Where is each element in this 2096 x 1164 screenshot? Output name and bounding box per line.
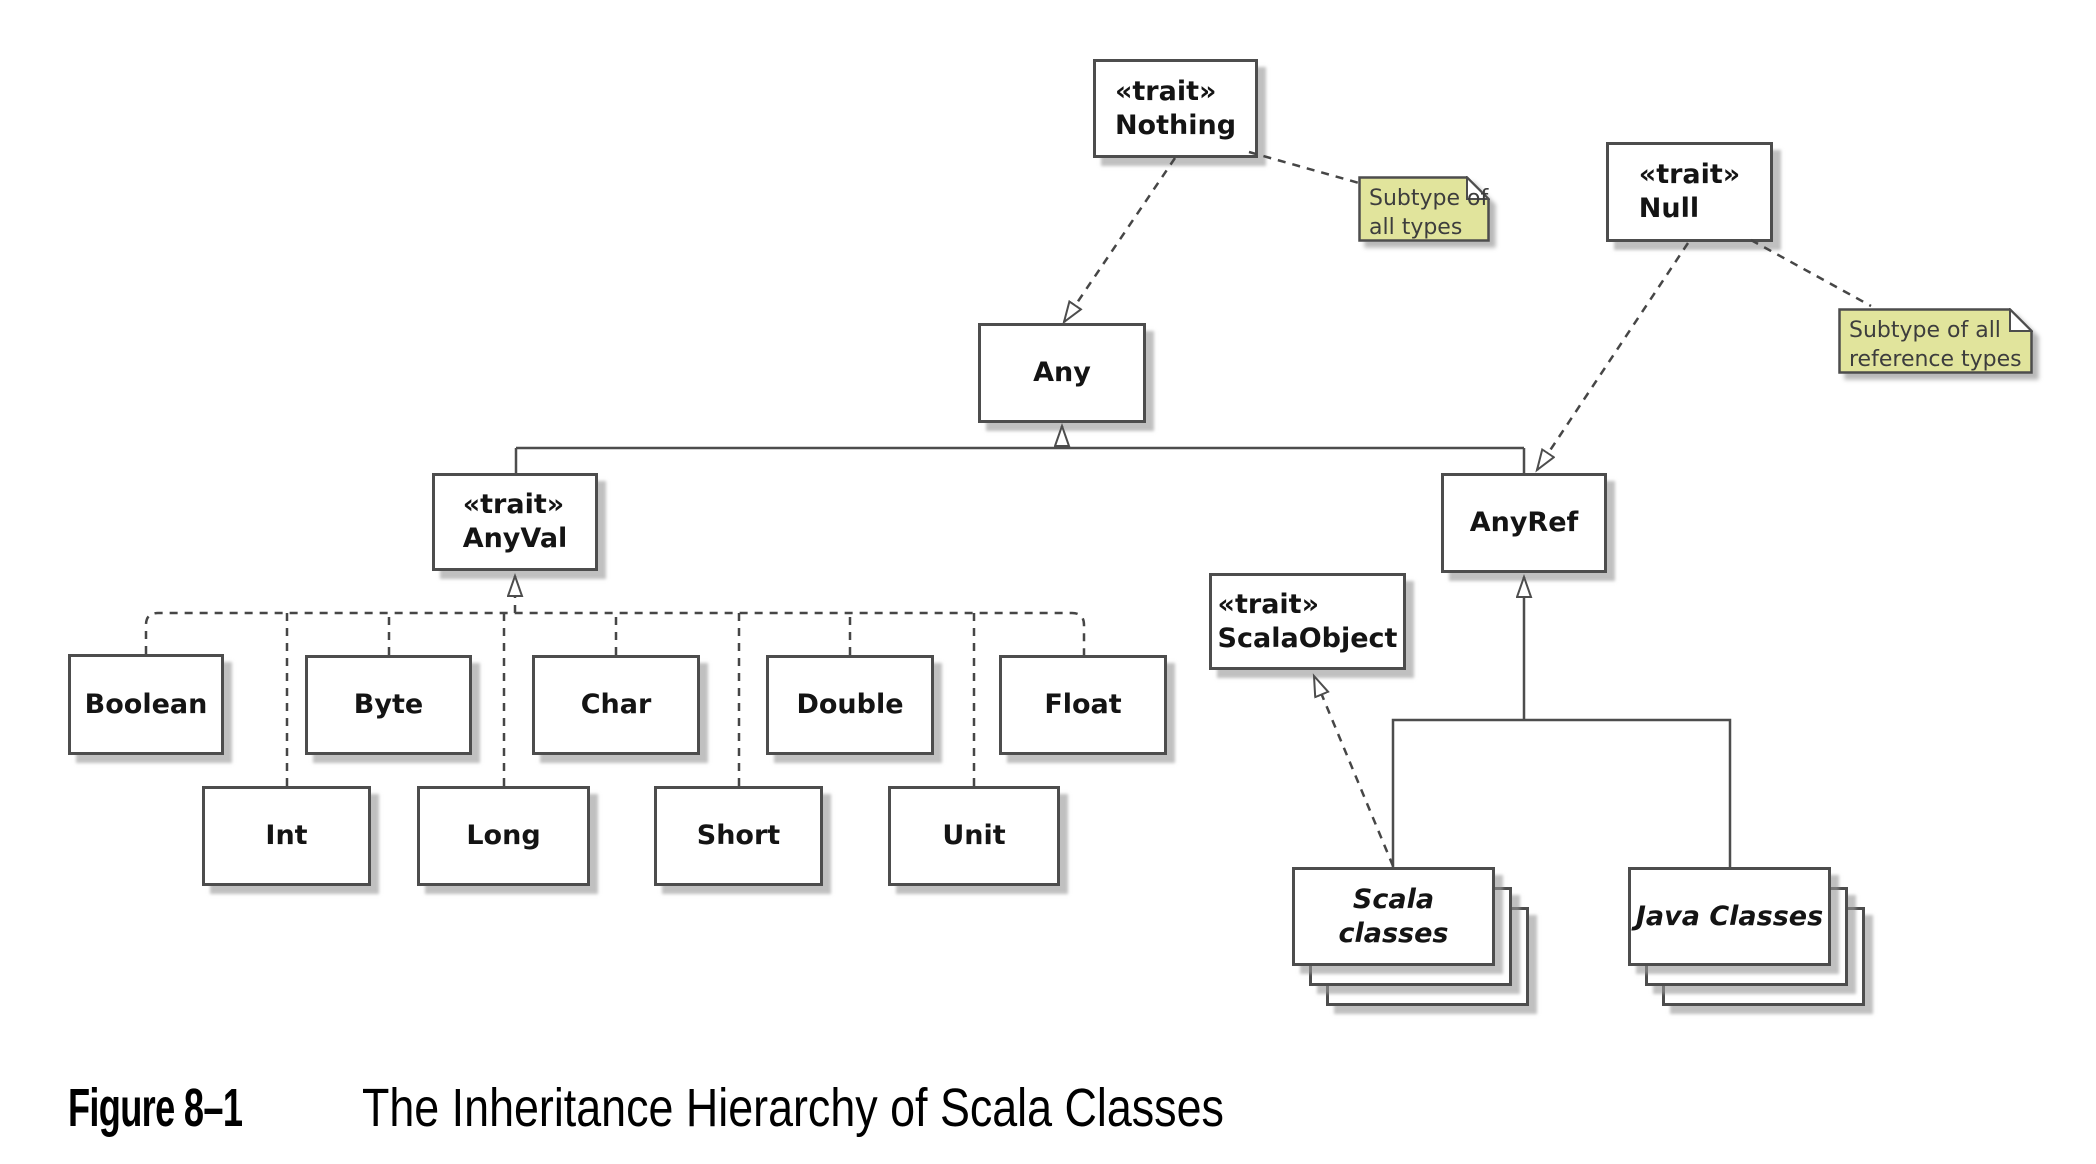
- class-box-null: «trait» Null: [1606, 142, 1773, 242]
- class-box-float: Float: [999, 655, 1167, 755]
- edge-anyval-children-rail: [144, 611, 1086, 655]
- class-name: Byte: [353, 689, 424, 720]
- class-name: Null: [1638, 193, 1700, 224]
- class-name: Char: [580, 689, 652, 720]
- note-shape: [1838, 308, 2033, 374]
- edge-null-to-anyref: [1537, 242, 1690, 470]
- class-box-long: Long: [417, 786, 590, 886]
- class-box-anyval: «trait» AnyVal: [432, 473, 598, 571]
- class-box-unit: Unit: [888, 786, 1060, 886]
- note-subtype-all-types: Subtype of all types: [1358, 176, 1490, 242]
- edge-nothing-to-note: [1248, 150, 1360, 185]
- class-box-nothing: «trait» Nothing: [1093, 59, 1258, 158]
- class-name: Float: [1044, 689, 1122, 720]
- class-box-byte: Byte: [305, 655, 472, 755]
- class-box-boolean: Boolean: [68, 654, 224, 755]
- note-text: Subtype of all reference types: [1849, 318, 2022, 372]
- stereotype-label: «trait»: [1114, 75, 1217, 107]
- java-classes-stack: Java Classes: [1628, 867, 1865, 1006]
- figure-label: Figure 8–1: [68, 1078, 243, 1138]
- class-box-java-classes: Java Classes: [1628, 867, 1831, 966]
- class-name: ScalaObject: [1217, 622, 1398, 654]
- note-text: Subtype of all types: [1369, 186, 1489, 240]
- note-shape: [1358, 176, 1490, 242]
- class-name: Long: [466, 820, 541, 851]
- class-box-anyref: AnyRef: [1441, 473, 1607, 573]
- class-name: Any: [1033, 357, 1091, 388]
- class-name: Short: [696, 820, 781, 851]
- class-name: Int: [265, 820, 308, 851]
- stereotype-label: «trait»: [462, 489, 565, 520]
- class-box-any: Any: [978, 323, 1146, 423]
- class-name: AnyRef: [1469, 507, 1579, 538]
- edge-nothing-to-any: [1064, 157, 1177, 322]
- edge-anyref-children-rail: [1391, 718, 1732, 867]
- stereotype-label: «trait»: [1217, 588, 1320, 620]
- class-box-char: Char: [532, 655, 700, 755]
- class-box-scalaobject: «trait» ScalaObject: [1209, 573, 1406, 670]
- class-name: Unit: [942, 820, 1006, 851]
- class-box-int: Int: [202, 786, 371, 886]
- edge-scalaclasses-to-scalaobject: [1314, 676, 1395, 867]
- class-name: Scala classes: [1338, 883, 1449, 949]
- stereotype-label: «trait»: [1638, 159, 1741, 190]
- class-name: Double: [796, 689, 904, 720]
- class-box-double: Double: [766, 655, 934, 755]
- figure-title: The Inheritance Hierarchy of Scala Class…: [362, 1078, 1224, 1138]
- class-box-scala-classes: Scala classes: [1292, 867, 1495, 966]
- note-subtype-reference-types: Subtype of all reference types: [1838, 308, 2033, 374]
- class-name: Java Classes: [1635, 900, 1824, 932]
- class-name: Nothing: [1114, 109, 1237, 141]
- class-name: AnyVal: [462, 523, 568, 554]
- edge-null-to-note: [1750, 238, 1872, 308]
- class-name: Boolean: [84, 688, 208, 720]
- class-box-short: Short: [654, 786, 823, 886]
- scala-classes-stack: Scala classes: [1292, 867, 1529, 1006]
